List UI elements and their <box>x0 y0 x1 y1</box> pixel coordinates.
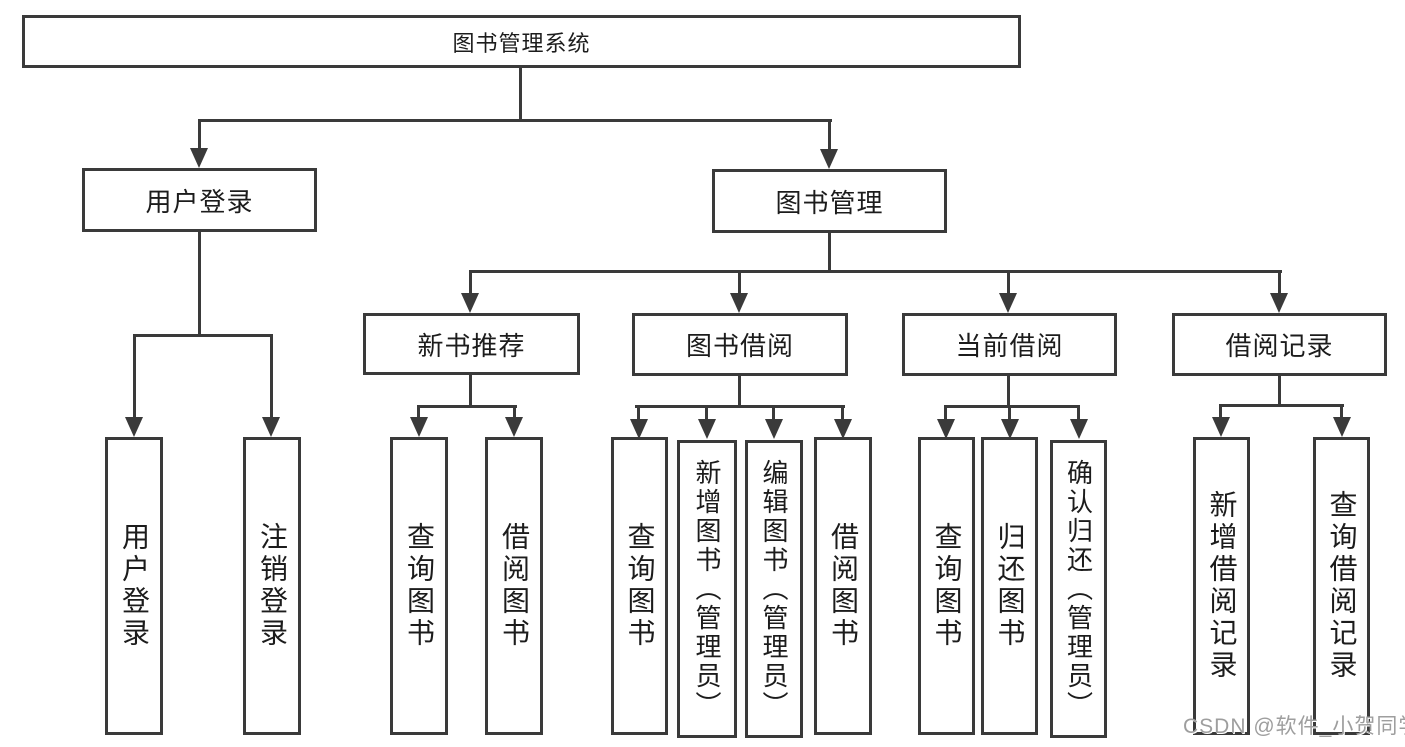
connector-line <box>1007 270 1010 295</box>
node-nb-query-books: 查询图书 <box>390 437 448 735</box>
node-user-login-label: 用户登录 <box>145 186 254 217</box>
arrow-down-icon <box>698 419 716 439</box>
node-bb-add-books-admin: 新增图书（管理员） <box>677 440 737 738</box>
connector-line <box>417 405 420 419</box>
node-br-add-record: 新增借阅记录 <box>1193 437 1250 735</box>
node-user-login-action: 用户登录 <box>105 437 163 735</box>
arrow-down-icon <box>505 417 523 437</box>
node-book-borrowing: 图书借阅 <box>632 313 848 376</box>
connector-line <box>738 376 741 407</box>
connector-line <box>417 405 517 408</box>
node-cb-confirm-return-admin-label: 确认归还（管理员） <box>1063 458 1094 720</box>
arrow-down-icon <box>1001 419 1019 439</box>
arrow-down-icon <box>1333 417 1351 437</box>
connector-line <box>1278 270 1281 295</box>
node-root-label: 图书管理系统 <box>452 30 591 56</box>
csdn-watermark: CSDN @软件_小贺同学 <box>1183 715 1405 738</box>
node-book-management: 图书管理 <box>712 169 947 233</box>
connector-line <box>841 405 844 421</box>
node-borrowing-records-label: 借阅记录 <box>1225 331 1334 361</box>
connector-line <box>772 405 775 421</box>
node-borrowing-records: 借阅记录 <box>1172 313 1387 376</box>
connector-line <box>944 405 947 421</box>
node-bb-borrow-books: 借阅图书 <box>814 437 872 735</box>
node-nb-borrow-books-label: 借阅图书 <box>499 522 530 650</box>
node-cb-return-books-label: 归还图书 <box>994 522 1026 650</box>
node-bb-query-books-label: 查询图书 <box>624 522 656 650</box>
connector-line <box>944 405 1080 408</box>
connector-line <box>513 405 516 419</box>
node-current-borrowing: 当前借阅 <box>902 313 1117 376</box>
node-bb-edit-books-admin: 编辑图书（管理员） <box>745 440 803 738</box>
node-new-book-recommend-label: 新书推荐 <box>417 330 526 361</box>
node-br-query-record-label: 查询借阅记录 <box>1326 490 1358 682</box>
connector-line <box>133 334 136 418</box>
arrow-down-icon <box>730 293 748 313</box>
connector-line <box>1008 405 1011 421</box>
connector-line <box>1278 376 1281 406</box>
node-logout-label: 注销登录 <box>257 522 288 650</box>
connector-line <box>1077 405 1080 421</box>
connector-line <box>705 405 708 421</box>
arrow-down-icon <box>630 419 648 439</box>
node-cb-confirm-return-admin: 确认归还（管理员） <box>1050 440 1107 738</box>
connector-line <box>133 334 273 337</box>
connector-line <box>469 270 1282 273</box>
arrow-down-icon <box>125 417 143 437</box>
connector-line <box>198 232 201 336</box>
node-bb-borrow-books-label: 借阅图书 <box>828 522 859 650</box>
node-current-borrowing-label: 当前借阅 <box>955 331 1064 361</box>
arrow-down-icon <box>1270 293 1288 313</box>
arrow-down-icon <box>1070 419 1088 439</box>
arrow-down-icon <box>999 293 1017 313</box>
arrow-down-icon <box>410 417 428 437</box>
node-cb-query-books: 查询图书 <box>918 437 975 735</box>
node-book-borrowing-label: 图书借阅 <box>685 331 794 361</box>
connector-line <box>519 68 522 121</box>
connector-line <box>1007 376 1010 407</box>
arrow-down-icon <box>834 419 852 439</box>
connector-line <box>828 119 831 151</box>
node-new-book-recommend: 新书推荐 <box>363 313 580 375</box>
node-br-query-record: 查询借阅记录 <box>1313 437 1370 735</box>
arrow-down-icon <box>937 419 955 439</box>
node-br-add-record-label: 新增借阅记录 <box>1206 490 1238 682</box>
arrow-down-icon <box>820 149 838 169</box>
connector-line <box>637 405 640 421</box>
arrow-down-icon <box>190 148 208 168</box>
node-cb-return-books: 归还图书 <box>981 437 1038 735</box>
connector-line <box>270 334 273 418</box>
node-bb-edit-books-admin-label: 编辑图书（管理员） <box>759 458 789 720</box>
arrow-down-icon <box>1212 417 1230 437</box>
node-root: 图书管理系统 <box>22 15 1021 68</box>
node-nb-borrow-books: 借阅图书 <box>485 437 543 735</box>
connector-line <box>635 405 845 408</box>
connector-line <box>469 375 472 407</box>
connector-line <box>469 270 472 295</box>
arrow-down-icon <box>262 417 280 437</box>
connector-line <box>1219 404 1344 407</box>
node-bb-add-books-admin-label: 新增图书（管理员） <box>692 458 722 720</box>
node-nb-query-books-label: 查询图书 <box>404 522 435 650</box>
node-book-management-label: 图书管理 <box>775 187 884 218</box>
node-bb-query-books: 查询图书 <box>611 437 668 735</box>
connector-line <box>198 119 832 122</box>
connector-line <box>1219 404 1222 419</box>
arrow-down-icon <box>765 419 783 439</box>
connector-line <box>738 270 741 295</box>
connector-line <box>828 233 831 273</box>
node-logout: 注销登录 <box>243 437 301 735</box>
arrow-down-icon <box>461 293 479 313</box>
node-cb-query-books-label: 查询图书 <box>931 522 963 650</box>
connector-line <box>198 119 201 151</box>
connector-line <box>1340 404 1343 419</box>
node-user-login: 用户登录 <box>82 168 317 232</box>
node-user-login-action-label: 用户登录 <box>119 522 150 650</box>
